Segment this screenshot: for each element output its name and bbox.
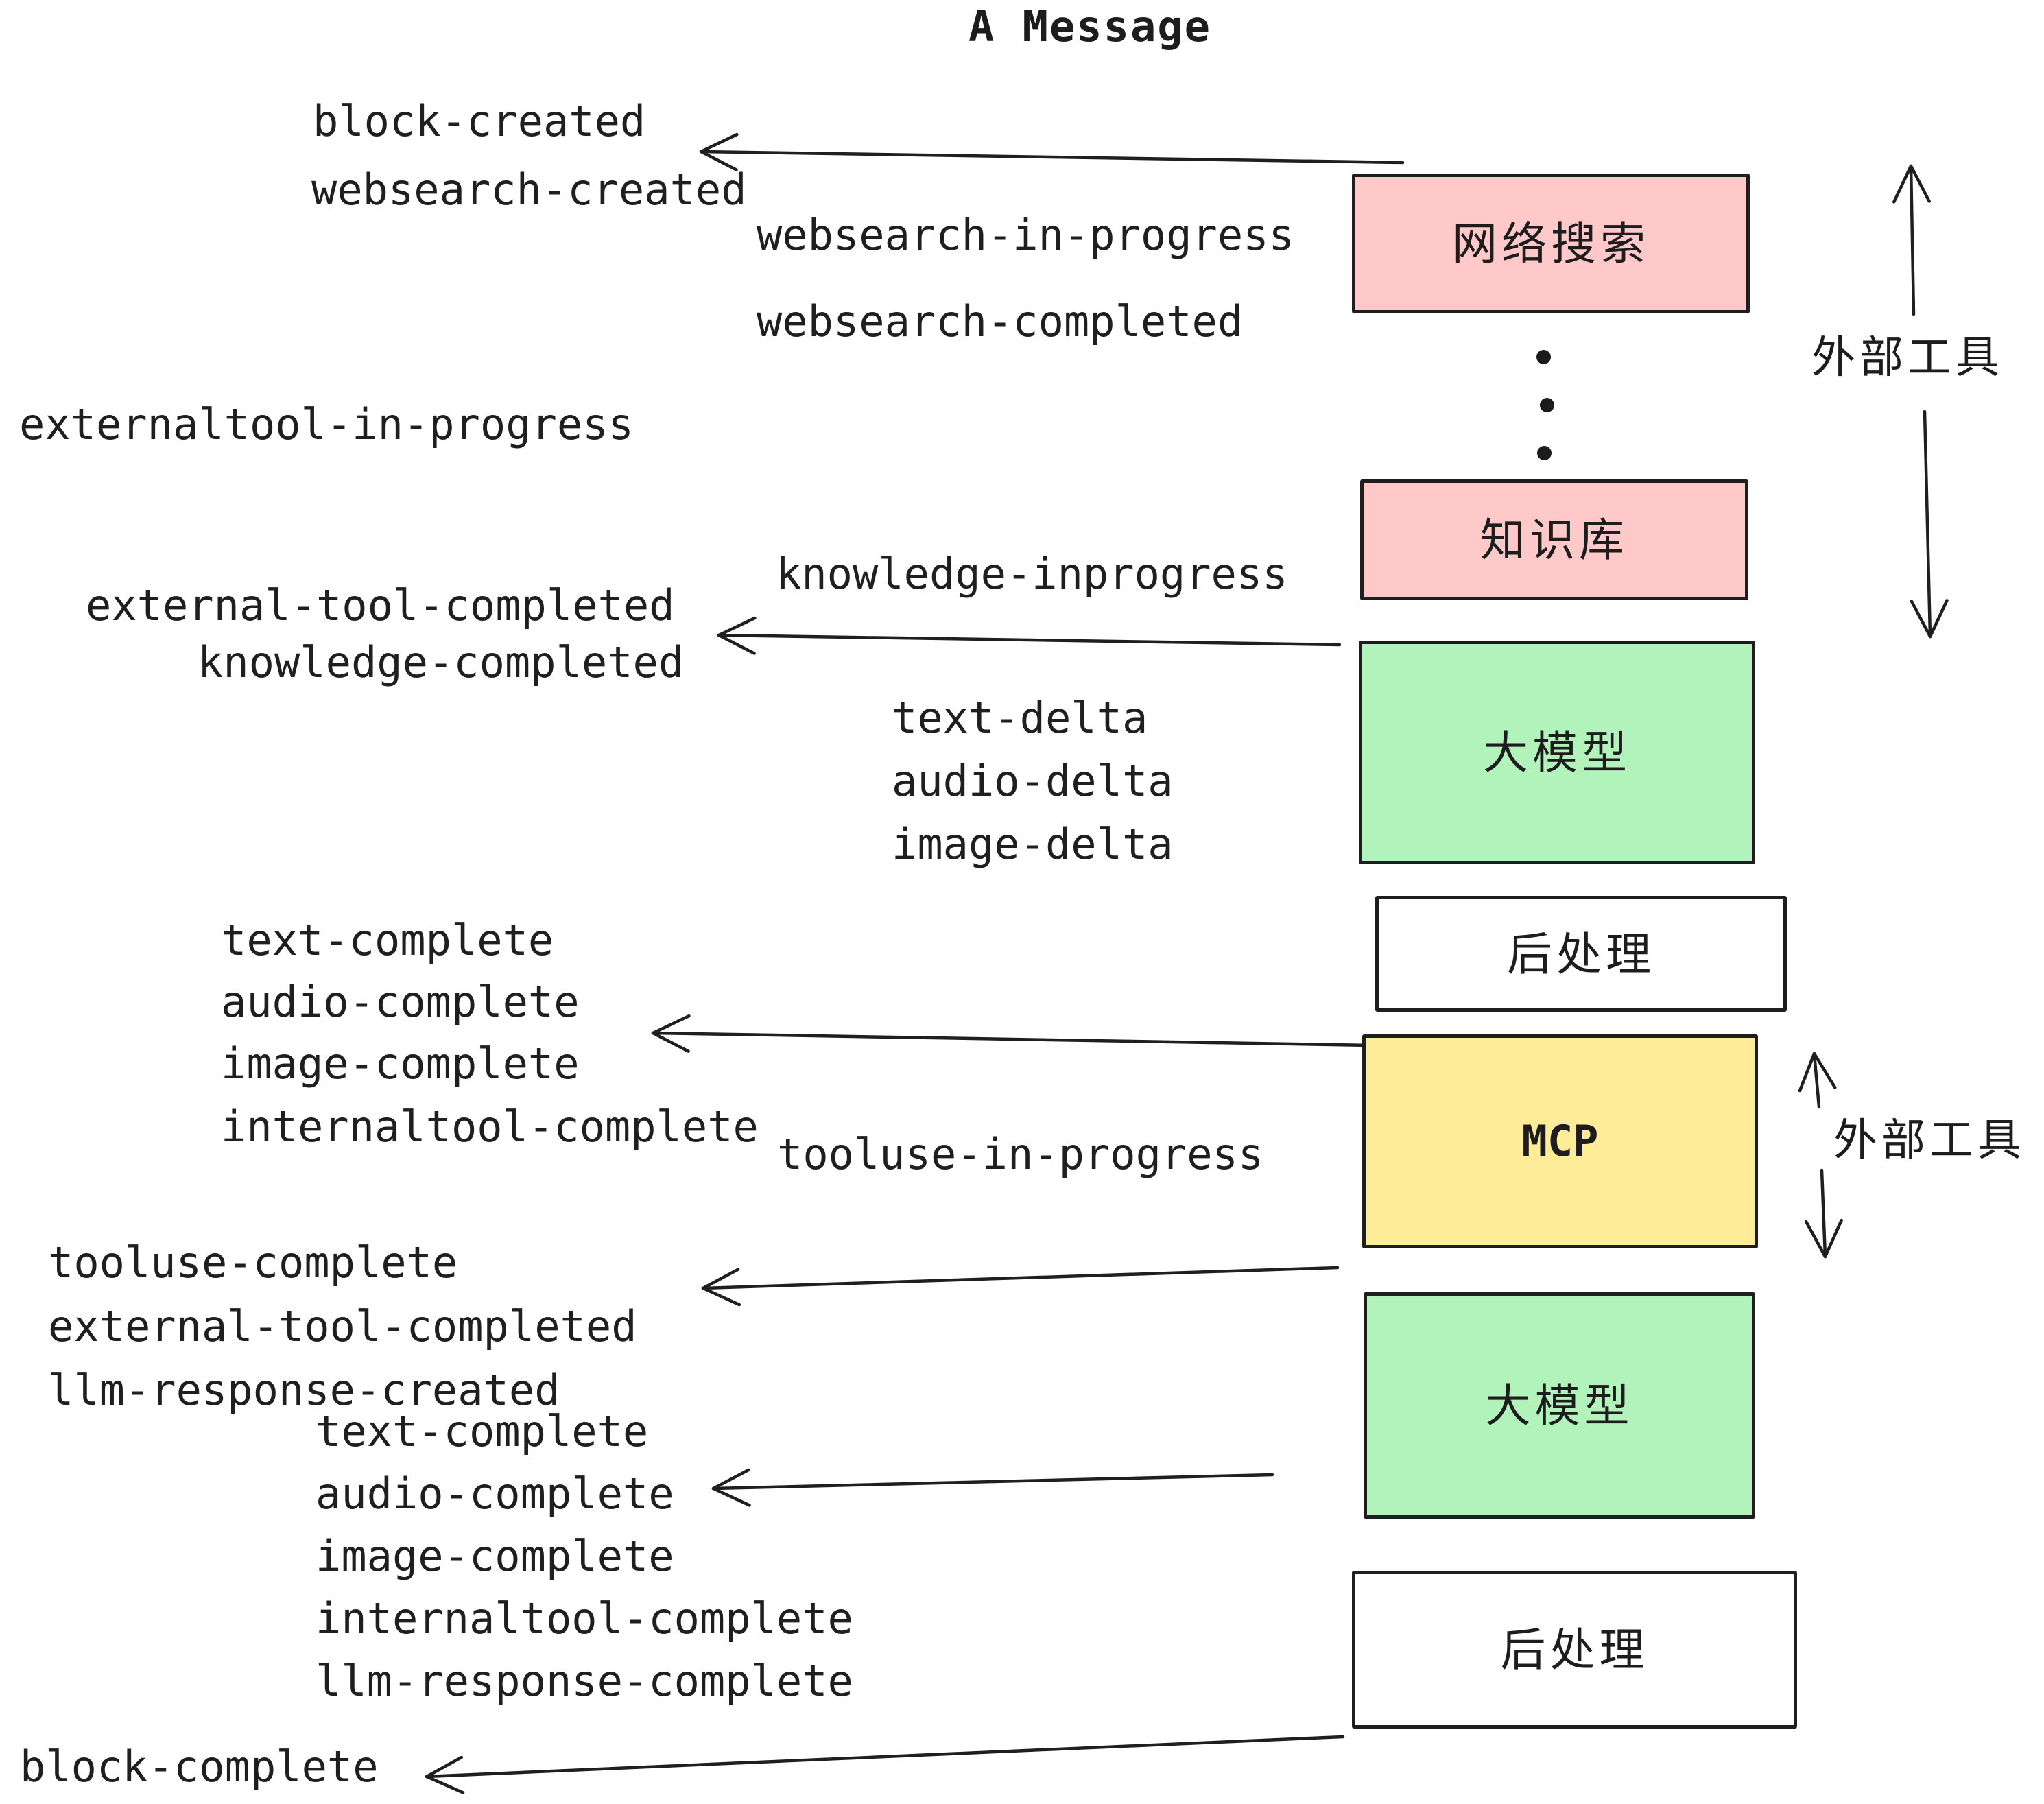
- event-label: tooluse-in-progress: [777, 1129, 1264, 1179]
- event-label: block-created: [313, 96, 646, 146]
- side-label-external-tools-2: 外部工具: [1833, 1115, 2025, 1165]
- box-websearch: 网络搜索: [1352, 174, 1750, 313]
- arrow-external-tools-1-up: [1892, 164, 1931, 316]
- event-label: block-complete: [20, 1742, 379, 1792]
- event-label: text-complete: [221, 915, 554, 965]
- event-label: internaltool-complete: [221, 1102, 759, 1152]
- arrow-to-image-complete: [651, 1014, 1374, 1053]
- event-label: internaltool-complete: [316, 1593, 853, 1643]
- box-label: 大模型: [1483, 727, 1631, 778]
- box-label: 网络搜索: [1452, 218, 1650, 269]
- box-post-1: 后处理: [1375, 896, 1787, 1012]
- box-post-2: 后处理: [1352, 1571, 1797, 1729]
- event-label: audio-complete: [221, 977, 580, 1027]
- page-title: A Message: [968, 1, 1211, 51]
- box-label: 后处理: [1507, 928, 1655, 980]
- box-label: 大模型: [1485, 1380, 1634, 1431]
- event-label: external-tool-completed: [86, 580, 675, 630]
- box-knowledge: 知识库: [1360, 479, 1748, 600]
- box-llm-2: 大模型: [1364, 1292, 1755, 1519]
- event-label: websearch-in-progress: [757, 210, 1294, 260]
- ellipsis-dot: [1540, 398, 1554, 412]
- event-label: external-tool-completed: [48, 1301, 637, 1351]
- event-label: llm-response-created: [48, 1365, 560, 1415]
- arrow-to-audio-complete: [711, 1468, 1274, 1507]
- arrow-external-tools-1-down: [1910, 410, 1949, 639]
- arrow-to-knowledge-completed: [717, 616, 1342, 655]
- ellipsis-dot: [1537, 446, 1552, 460]
- box-label: 后处理: [1500, 1624, 1649, 1675]
- event-label: llm-response-complete: [316, 1656, 853, 1706]
- event-label: knowledge-completed: [198, 637, 685, 687]
- event-label: tooluse-complete: [48, 1237, 458, 1287]
- event-label: websearch-completed: [757, 296, 1244, 346]
- arrow-external-tools-2-down: [1804, 1168, 1843, 1259]
- box-mcp: MCP: [1362, 1034, 1758, 1248]
- box-llm-1: 大模型: [1359, 641, 1755, 864]
- event-label: externaltool-in-progress: [19, 399, 634, 449]
- event-label: websearch-created: [311, 165, 747, 215]
- ellipsis-dot: [1536, 350, 1551, 364]
- event-label: image-complete: [221, 1039, 580, 1089]
- event-label: text-complete: [316, 1406, 649, 1456]
- event-label: image-delta: [892, 819, 1174, 869]
- event-label: audio-delta: [892, 756, 1174, 806]
- event-label: audio-complete: [316, 1469, 674, 1519]
- side-label-external-tools-1: 外部工具: [1811, 333, 2004, 382]
- arrow-to-tooluse-complete: [701, 1266, 1340, 1307]
- event-label: image-complete: [316, 1531, 674, 1581]
- box-label: 知识库: [1480, 514, 1628, 565]
- event-label: knowledge-inprogress: [776, 549, 1288, 599]
- event-label: text-delta: [892, 693, 1148, 743]
- arrow-to-block-created: [699, 132, 1405, 171]
- box-label: MCP: [1521, 1116, 1599, 1166]
- arrow-to-block-complete: [425, 1735, 1345, 1794]
- arrow-external-tools-2-up: [1798, 1052, 1837, 1109]
